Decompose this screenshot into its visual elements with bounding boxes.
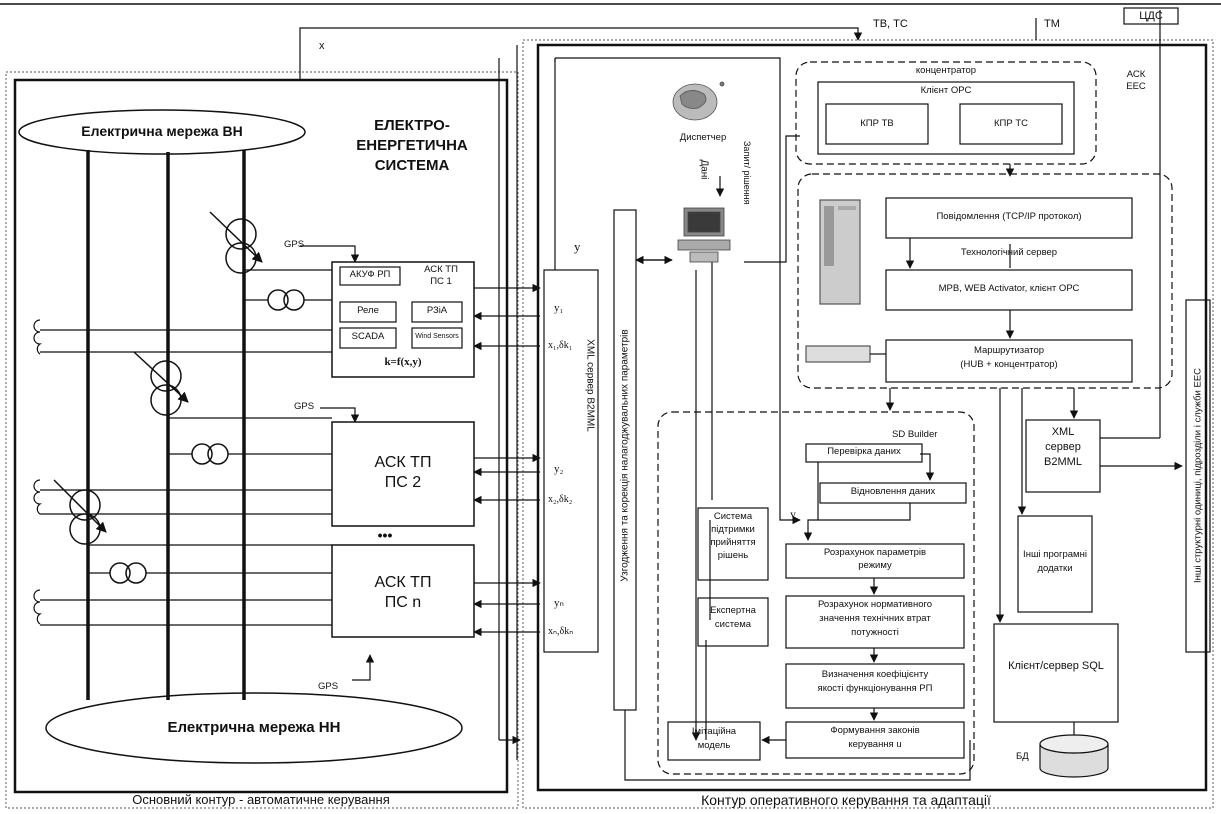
dss-line1: Система (713, 511, 753, 522)
system-title-line3: СИСТЕМА (374, 157, 450, 174)
dss-line3: прийняття (710, 537, 756, 548)
y1-label: y₁ (554, 302, 564, 314)
system-title-line2: ЕНЕРГЕТИЧНА (356, 137, 468, 154)
db-label: БД (1016, 751, 1029, 762)
law-line2: керування u (848, 739, 902, 750)
client-opc-label: Клієнт ОРС (920, 85, 972, 96)
kpr-ts-label: КПР ТС (993, 118, 1029, 129)
data-vertical-label: Дані (698, 159, 710, 180)
workstation-icon (677, 207, 731, 263)
expert-line2: система (714, 619, 752, 630)
sim-line1: Імітаційна (691, 726, 737, 737)
coef-line1: Визначення коефіцієнту (821, 669, 929, 680)
calc-norm-line2: значення технічних втрат (819, 613, 931, 624)
relay-label: Реле (357, 305, 379, 316)
other-units-vertical-label: Інші структурні одиниці, підрозділи і сл… (1192, 367, 1204, 584)
y-top-label: у (574, 239, 581, 254)
rza-label: РЗіА (426, 305, 448, 316)
yn-label: yₙ (554, 597, 564, 609)
ps2-title-line2: ПС 2 (384, 474, 422, 491)
dispatcher-label: Диспетчер (679, 132, 727, 143)
xml-server-vertical-label: XML сервер B2MML (584, 339, 596, 432)
right-contour-caption: Контур оперативного керування та адаптац… (701, 792, 991, 808)
restore-data-label: Відновлення даних (850, 486, 936, 497)
other-apps-line2: додатки (1037, 563, 1073, 574)
xml-b2mml-line3: B2MML (1044, 456, 1082, 468)
xn-label: xₙ,δkₙ (548, 626, 574, 637)
router-line2: (HUB + концентратор) (960, 359, 1058, 370)
mrv-label: МРВ, WEB Activator, клієнт ОРС (938, 283, 1080, 294)
wind-sensors-label: Wind Sensors (415, 333, 459, 340)
concentrator-label: концентратор (915, 65, 977, 76)
calc-norm-line1: Розрахунок нормативного (817, 599, 933, 610)
gps-label-2: GPS (294, 401, 315, 412)
calc-params-line2: режиму (858, 560, 892, 571)
request-vertical-label: Запит/ рішення (742, 141, 752, 205)
cds-box-label: ЦДС (1139, 10, 1163, 22)
psn-title-line1: АСК ТП (374, 574, 432, 591)
coordination-vertical-label: Узгодження та корекція налагоджувальних … (619, 329, 631, 582)
akuf-label: АКУФ РП (349, 269, 391, 280)
dss-line2: підтримки (711, 524, 755, 535)
y2-label: y₂ (554, 463, 564, 475)
scada-label: SCADA (351, 331, 385, 342)
x2-label: x₂,δk₂ (548, 494, 573, 505)
calc-params-line1: Розрахунок параметрів (823, 547, 927, 558)
coef-line2: якості функціонування РП (817, 683, 933, 694)
tech-server-label: Технологічний сервер (960, 247, 1058, 258)
check-data-label: Перевірка даних (827, 446, 901, 457)
expert-line1: Експертна (710, 605, 756, 616)
dispatcher-globe-icon (672, 81, 725, 121)
tm-signal-label: ТМ (1044, 18, 1060, 30)
calc-norm-line3: потужності (851, 627, 899, 638)
y-small-label: у (790, 507, 796, 521)
ask-eec-line1: АСК (1126, 69, 1146, 80)
x-signal-label: х (319, 40, 325, 52)
ps1-title-line2: ПС 1 (430, 276, 452, 287)
messages-label: Повідомлення (TCP/IP протокол) (936, 211, 1082, 222)
gps-label-3: GPS (318, 681, 339, 692)
ellipsis-dots: ••• (377, 527, 393, 543)
ps2-title-line1: АСК ТП (374, 454, 432, 471)
sd-builder-label: SD Builder (892, 429, 938, 440)
network-lv-label: Електрична мережа НН (167, 719, 341, 736)
ask-eec-line2: ЕЕС (1126, 81, 1146, 92)
tvts-signal-label: ТВ, ТС (873, 18, 908, 30)
sql-label: Клієнт/сервер SQL (1008, 660, 1104, 672)
psn-title-line2: ПС n (384, 594, 422, 611)
dss-line4: рішень (717, 550, 749, 561)
gps-label-1: GPS (284, 239, 305, 250)
xml-b2mml-line1: XML (1051, 426, 1075, 438)
left-contour-caption: Основний контур - автоматичне керування (132, 792, 390, 807)
x1-label: x₁,δk₁ (548, 340, 573, 351)
ps1-formula: k=f(x,y) (384, 356, 422, 368)
xml-b2mml-line2: сервер (1045, 441, 1081, 453)
kpr-tv-label: КПР ТВ (860, 118, 894, 129)
law-line1: Формування законів (830, 725, 920, 736)
network-hv-label: Електрична мережа ВН (81, 123, 243, 139)
sim-line2: модель (697, 740, 731, 751)
system-title-line1: ЕЛЕКТРО- (374, 117, 450, 134)
ps1-title-line1: АСК ТП (424, 264, 458, 275)
router-line1: Маршрутизатор (973, 345, 1045, 356)
other-apps-line1: Інші програмні (1023, 549, 1087, 560)
